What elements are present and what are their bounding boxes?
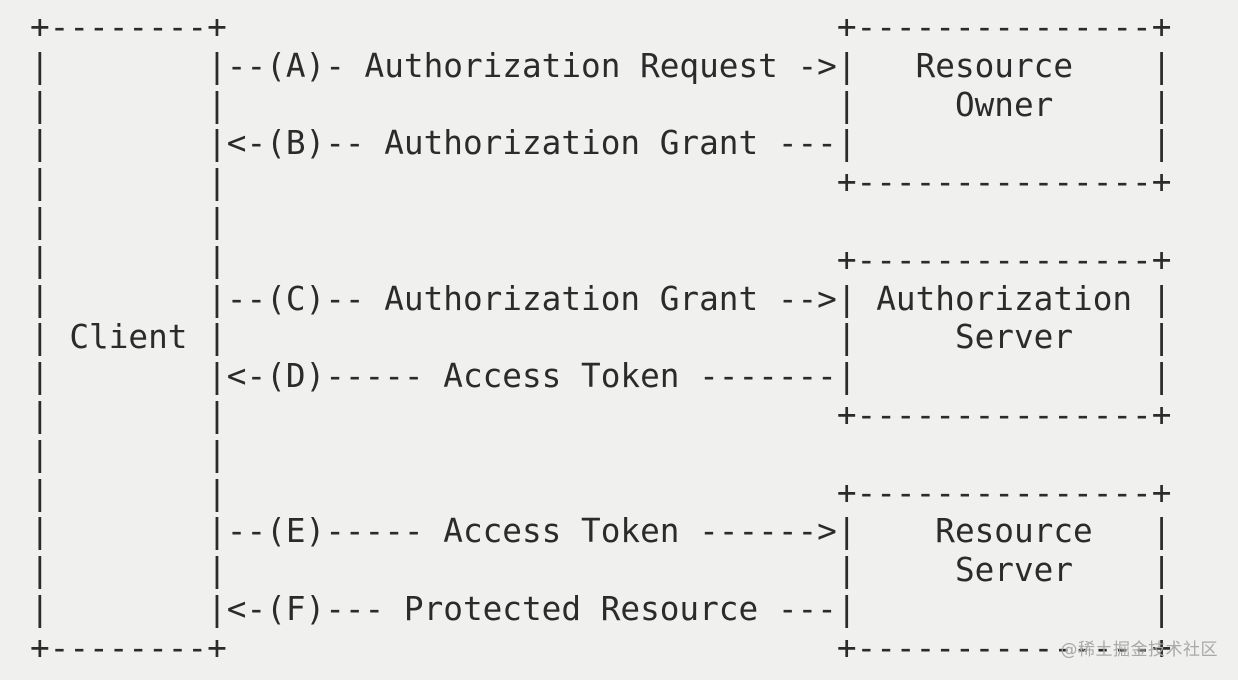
diagram-line-step-b-authorization-grant: | |<-(B)-- Authorization Grant ---| | xyxy=(30,124,1172,163)
diagram-line-client-label: | Client | | Server | xyxy=(30,318,1172,357)
diagram-line-bottom-borders: +--------+ +---------------+ xyxy=(30,628,1172,667)
diagram-line-resource-server-label: | | | Server | xyxy=(30,551,1172,590)
diagram-line-resource-owner-label: | | | Owner | xyxy=(30,85,1172,124)
diagram-line-spacer-1: | | xyxy=(30,201,227,240)
diagram-line-spacer-2: | | xyxy=(30,434,227,473)
diagram-line-top-borders: +--------+ +---------------+ xyxy=(30,8,1172,46)
diagram-line-step-f-protected-resource: | |<-(F)--- Protected Resource ---| | xyxy=(30,589,1172,628)
diagram-line-authorization-server-bottom: | | +---------------+ xyxy=(30,395,1172,434)
oauth2-ascii-flow-diagram: +--------+ +---------------+| |--(A)- Au… xyxy=(30,8,1171,668)
diagram-line-step-c-authorization-grant: | |--(C)-- Authorization Grant -->| Auth… xyxy=(30,279,1172,318)
diagram-line-resource-owner-bottom: | | +---------------+ xyxy=(30,163,1172,202)
diagram-line-step-a-authorization-request: | |--(A)- Authorization Request ->| Reso… xyxy=(30,46,1172,85)
watermark-text: @稀土掘金技术社区 xyxy=(1060,640,1218,660)
diagram-line-step-e-access-token: | |--(E)----- Access Token ------>| Reso… xyxy=(30,512,1172,551)
diagram-line-authorization-server-top: | | +---------------+ xyxy=(30,240,1172,279)
diagram-line-resource-server-top: | | +---------------+ xyxy=(30,473,1172,512)
diagram-line-step-d-access-token: | |<-(D)----- Access Token -------| | xyxy=(30,357,1172,396)
